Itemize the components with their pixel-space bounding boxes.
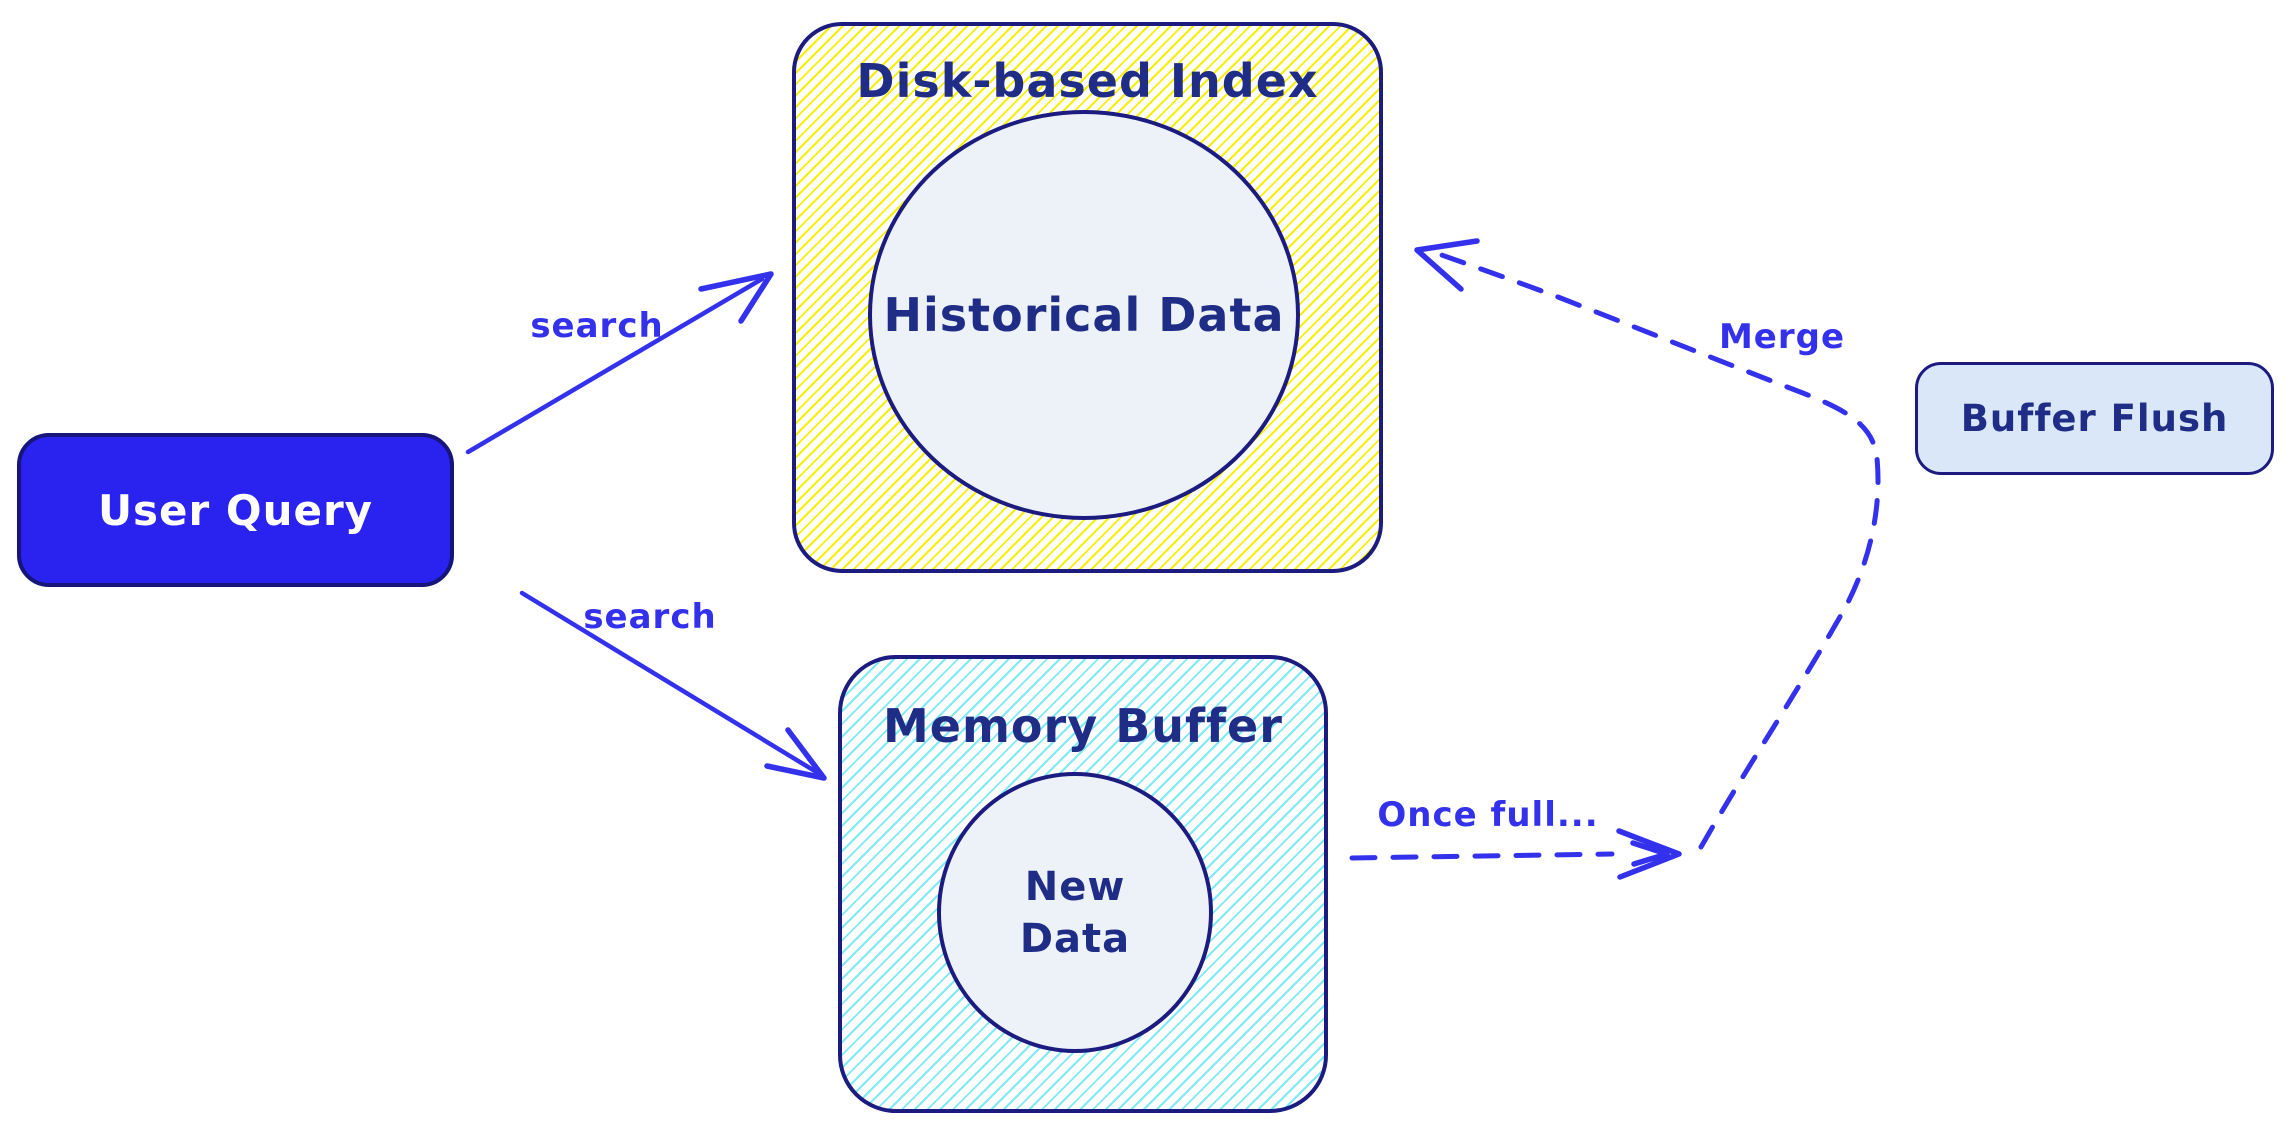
new-data-label: New Data bbox=[1020, 861, 1130, 965]
new-data-circle: New Data bbox=[937, 772, 1213, 1053]
new-data-line1: New bbox=[1024, 863, 1126, 910]
search-arrow-top-shaft bbox=[465, 276, 765, 455]
search-label-top: search bbox=[530, 306, 664, 346]
new-data-line2: Data bbox=[1019, 915, 1131, 962]
memory-buffer-title: Memory Buffer bbox=[883, 699, 1283, 753]
user-query-label: User Query bbox=[97, 485, 374, 535]
historical-data-label: Historical Data bbox=[883, 288, 1285, 342]
buffer-flush-label: Buffer Flush bbox=[1960, 397, 2229, 440]
user-query-node: User Query bbox=[17, 433, 454, 587]
once-full-label: Once full... bbox=[1377, 795, 1599, 835]
search-arrow-top-head bbox=[698, 271, 774, 324]
once-full-arrow-line bbox=[1349, 851, 1615, 861]
disk-index-title: Disk-based Index bbox=[856, 54, 1319, 108]
search-label-bottom: search bbox=[583, 597, 717, 637]
merge-arrow-head bbox=[1414, 238, 1480, 292]
merge-label: Merge bbox=[1718, 317, 1846, 357]
buffer-flush-node: Buffer Flush bbox=[1915, 362, 2274, 475]
historical-data-circle: Historical Data bbox=[868, 110, 1300, 520]
search-arrow-bottom-head bbox=[764, 727, 827, 781]
once-full-arrow-head bbox=[1616, 828, 1682, 880]
